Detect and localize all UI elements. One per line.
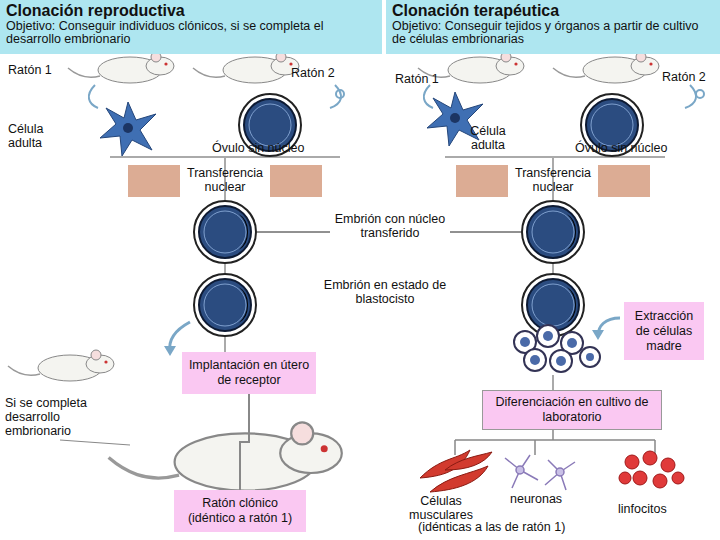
text-label: Óvulo sin núcleo (575, 141, 685, 155)
node-text: Diferenciación en cultivo de laboratorio (487, 395, 657, 425)
text-label: Embrión con núcleo transferido (330, 212, 450, 240)
text-label: (idénticas a las de ratón 1) (418, 520, 598, 534)
title-band: Clonación terapéuticaObjetivo: Conseguir… (386, 0, 720, 54)
lymphocytes (619, 451, 684, 488)
text-holder: Diferenciación en cultivo de laboratorio (487, 395, 657, 425)
node-text: Objetivo: Conseguir tejidos y órganos a … (392, 20, 714, 46)
process-box: Ratón clónico (idéntico a ratón 1) (174, 490, 306, 532)
text-label: neuronas (510, 492, 580, 506)
text-holder: Extracción de células madre (628, 309, 700, 354)
text-label: Embrión en estado de blastocisto (320, 278, 450, 306)
text-label: Célula adulta (458, 124, 518, 152)
node-text: Extracción de células madre (628, 309, 700, 354)
text-label: Ratón 1 (395, 72, 455, 86)
text-label: Células musculares (396, 494, 486, 522)
text-label: Transferencia nuclear (506, 166, 600, 194)
text-label: Célula adulta (8, 122, 68, 150)
title-band: Clonación reproductivaObjetivo: Consegui… (0, 0, 382, 54)
process-box: Implantación en útero de receptor (182, 352, 316, 394)
text-label: Ratón 1 (8, 63, 78, 77)
text-label: Óvulo sin núcleo (212, 141, 322, 155)
text-label: Ratón 2 (291, 66, 351, 80)
node-text: Implantación en útero de receptor (186, 358, 312, 388)
heading-text: Clonación terapéutica (392, 2, 714, 20)
muscle-cells (420, 450, 492, 492)
process-box: Diferenciación en cultivo de laboratorio (482, 390, 662, 430)
stem-cells (514, 325, 600, 372)
node-text: Objetivo: Conseguir individuos clónicos,… (6, 20, 376, 46)
neurons (505, 455, 575, 490)
flow-connector (240, 394, 249, 490)
heading-text: Clonación reproductiva (6, 2, 376, 20)
text-label: linfocitos (618, 502, 698, 516)
text-holder: Ratón clónico (idéntico a ratón 1) (178, 496, 302, 526)
process-box: Extracción de células madre (624, 302, 704, 360)
text-holder: Implantación en útero de receptor (186, 358, 312, 388)
node-text: Ratón clónico (idéntico a ratón 1) (178, 496, 302, 526)
text-label: Si se completa desarrollo embrionario (5, 396, 105, 438)
text-label: Ratón 2 (662, 70, 720, 84)
text-label: Transferencia nuclear (178, 166, 272, 194)
